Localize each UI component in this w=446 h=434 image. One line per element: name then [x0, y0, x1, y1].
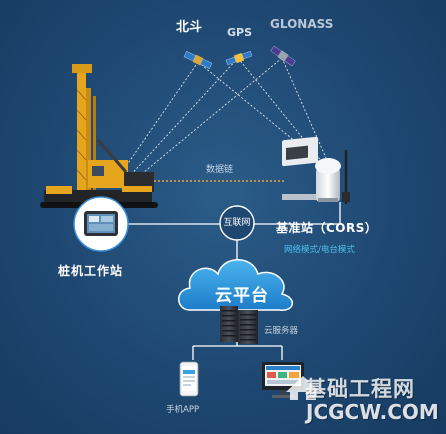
- base-station-equipment-icon: [282, 136, 350, 204]
- base-station-modes: 网络模式/电台模式: [284, 245, 355, 255]
- pile-driver-rig-icon: [40, 64, 158, 208]
- glonass-satellite-icon: [270, 45, 296, 67]
- data-link-label: 数据链: [206, 165, 234, 175]
- pile-workstation-label: 桩机工作站: [58, 264, 124, 278]
- cloud-server-rack-icon: [220, 306, 258, 344]
- watermark-cn: 基础工程网: [305, 377, 415, 401]
- internet-node: [219, 205, 255, 241]
- beidou-label: 北斗: [176, 20, 203, 35]
- watermark-en: JCGCW.COM: [306, 400, 439, 424]
- pile-workstation-terminal-icon: [73, 196, 129, 252]
- base-station-title: 基准站（CORS）: [276, 221, 378, 235]
- cloud-server-label: 云服务器: [264, 326, 299, 336]
- mobile-phone-icon: [179, 361, 199, 397]
- gps-satellite-icon: [225, 50, 253, 66]
- cloud-platform-icon: [178, 259, 293, 311]
- internet-label: 互联网: [223, 218, 251, 228]
- phone-app-label: 手机APP: [166, 405, 200, 415]
- watermark-logo-icon: [286, 376, 320, 400]
- gps-label: GPS: [227, 26, 253, 39]
- desktop-monitor-icon: [262, 362, 304, 398]
- glonass-label: GLONASS: [270, 17, 334, 31]
- cloud-platform-label: 云平台: [215, 286, 269, 306]
- beidou-satellite-icon: [183, 51, 213, 69]
